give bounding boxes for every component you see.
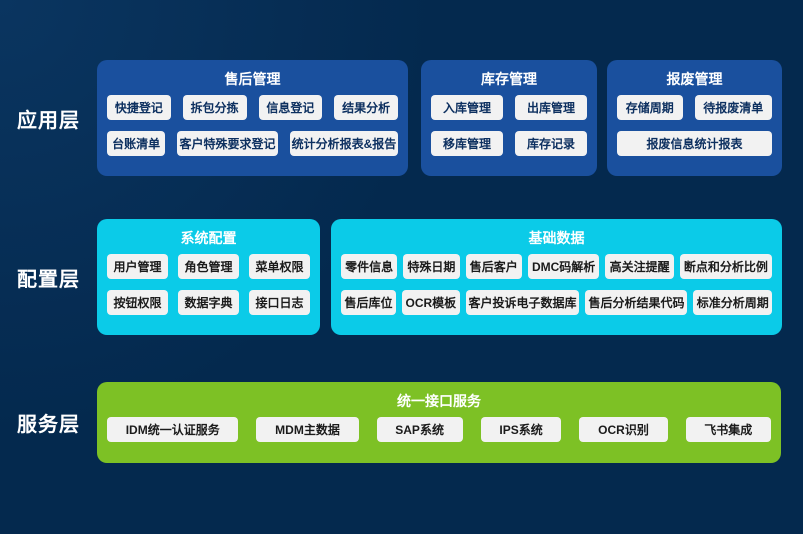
module-chip: 库存记录 [515, 131, 587, 156]
module-chip: IPS系统 [480, 417, 562, 442]
panel-title: 库存管理 [481, 71, 537, 87]
module-chip: 数据字典 [178, 290, 239, 315]
module-chip: 结果分析 [334, 95, 398, 120]
panel-rows: 快捷登记拆包分拣信息登记结果分析台账清单客户特殊要求登记统计分析报表&报告 [107, 95, 398, 156]
module-chip: 待报废清单 [694, 95, 772, 120]
panel-rows: 用户管理角色管理菜单权限按钮权限数据字典接口日志 [107, 254, 310, 315]
module-chip: 售后客户 [465, 254, 522, 279]
panel: 报废管理存储周期待报废清单报废信息统计报表 [607, 60, 782, 176]
module-row: IDM统一认证服务 MDM主数据 SAP系统 IPS系统 OCR识别飞书集成 [107, 417, 772, 442]
module-chip: 客户特殊要求登记 [177, 131, 278, 156]
panel-title: 统一接口服务 [397, 393, 481, 409]
module-chip: 客户投诉电子数据库 [465, 290, 580, 315]
module-chip: 按钮权限 [107, 290, 168, 315]
module-row: 存储周期待报废清单 [617, 95, 772, 120]
panel-rows: 入库管理出库管理移库管理库存记录 [431, 95, 587, 156]
module-row: 移库管理库存记录 [431, 131, 587, 156]
module-chip: 售后分析结果代码 [585, 290, 688, 315]
module-row: 快捷登记拆包分拣信息登记结果分析 [107, 95, 398, 120]
module-chip: SAP系统 [376, 417, 463, 442]
module-chip: MDM主数据 [256, 417, 359, 442]
module-chip: 报废信息统计报表 [617, 131, 772, 156]
module-chip: 零件信息 [341, 254, 398, 279]
module-chip: 特殊日期 [403, 254, 460, 279]
layer-label: 服务层 [17, 414, 80, 436]
panel-title: 报废管理 [666, 71, 723, 87]
module-chip: 飞书集成 [685, 417, 772, 442]
module-chip: 断点和分析比例 [679, 254, 773, 279]
module-chip: 高关注提醒 [605, 254, 674, 279]
module-chip: 信息登记 [258, 95, 323, 120]
layer-label: 应用层 [17, 109, 80, 132]
module-chip: 菜单权限 [249, 254, 310, 279]
module-chip: 台账清单 [107, 131, 166, 156]
layer-label: 配置层 [17, 268, 80, 291]
panel-rows: IDM统一认证服务 MDM主数据 SAP系统 IPS系统 OCR识别飞书集成 [107, 417, 772, 442]
module-chip: 拆包分拣 [182, 95, 247, 120]
panel-title: 系统配置 [180, 230, 237, 246]
module-row: 报废信息统计报表 [617, 131, 772, 156]
module-chip: 标准分析周期 [693, 290, 772, 315]
module-chip: IDM统一认证服务 [107, 417, 239, 442]
module-chip: DMC码解析 [527, 254, 600, 279]
module-chip: 移库管理 [431, 131, 503, 156]
module-chip: 接口日志 [249, 290, 310, 315]
panel: 统一接口服务 IDM统一认证服务 MDM主数据 SAP系统 IPS系统 OCR识别飞书集成 [97, 382, 781, 463]
module-chip: OCR模板 [402, 290, 460, 315]
module-chip: 入库管理 [431, 95, 503, 120]
module-chip: 快捷登记 [107, 95, 171, 120]
module-row: 用户管理角色管理菜单权限 [107, 254, 310, 279]
module-chip: 出库管理 [515, 95, 587, 120]
module-chip: OCR识别 [579, 417, 668, 442]
module-chip: 存储周期 [617, 95, 683, 120]
module-chip: 角色管理 [178, 254, 239, 279]
module-chip: 售后库位 [341, 290, 397, 315]
module-row: 按钮权限数据字典接口日志 [107, 290, 310, 315]
module-row: 入库管理出库管理 [431, 95, 587, 120]
panel: 系统配置用户管理角色管理菜单权限按钮权限数据字典接口日志 [97, 219, 320, 335]
panel-title: 售后管理 [224, 71, 281, 87]
module-row: 台账清单客户特殊要求登记统计分析报表&报告 [107, 131, 398, 156]
panel-title: 基础数据 [528, 230, 585, 246]
panel: 库存管理入库管理出库管理移库管理库存记录 [421, 60, 597, 176]
panel-rows: 存储周期待报废清单报废信息统计报表 [617, 95, 772, 156]
panel: 售后管理快捷登记拆包分拣信息登记结果分析台账清单客户特殊要求登记统计分析报表&报… [97, 60, 408, 176]
module-chip: 用户管理 [107, 254, 168, 279]
module-chip: 统计分析报表&报告 [289, 131, 398, 156]
